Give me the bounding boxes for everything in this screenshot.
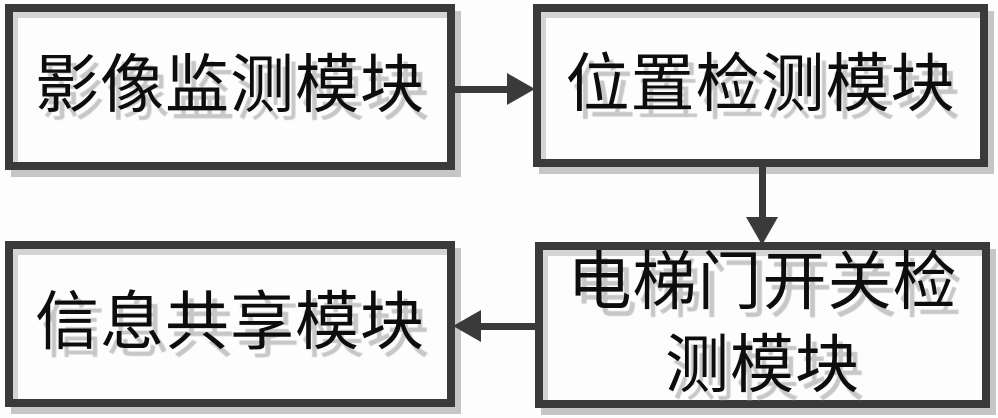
module-box-image-monitoring: 影像监测模块 [5, 4, 455, 170]
connector-line-down [759, 165, 766, 220]
module-box-elevator-door-detection: 电梯门开关检测模块 [535, 242, 990, 408]
connector-line-right [453, 86, 511, 93]
module-box-information-sharing: 信息共享模块 [5, 241, 455, 407]
arrow-left-icon [453, 310, 481, 342]
connector-line-left [481, 323, 537, 330]
arrow-right-icon [507, 73, 535, 105]
module-label-image-monitoring: 影像监测模块 [35, 49, 425, 124]
arrow-down-icon [746, 217, 778, 245]
module-label-information-sharing: 信息共享模块 [35, 286, 425, 361]
module-label-position-detection: 位置检测模块 [565, 47, 956, 122]
module-box-position-detection: 位置检测模块 [533, 4, 988, 167]
module-label-elevator-door-detection: 电梯门开关检测模块 [567, 245, 958, 403]
